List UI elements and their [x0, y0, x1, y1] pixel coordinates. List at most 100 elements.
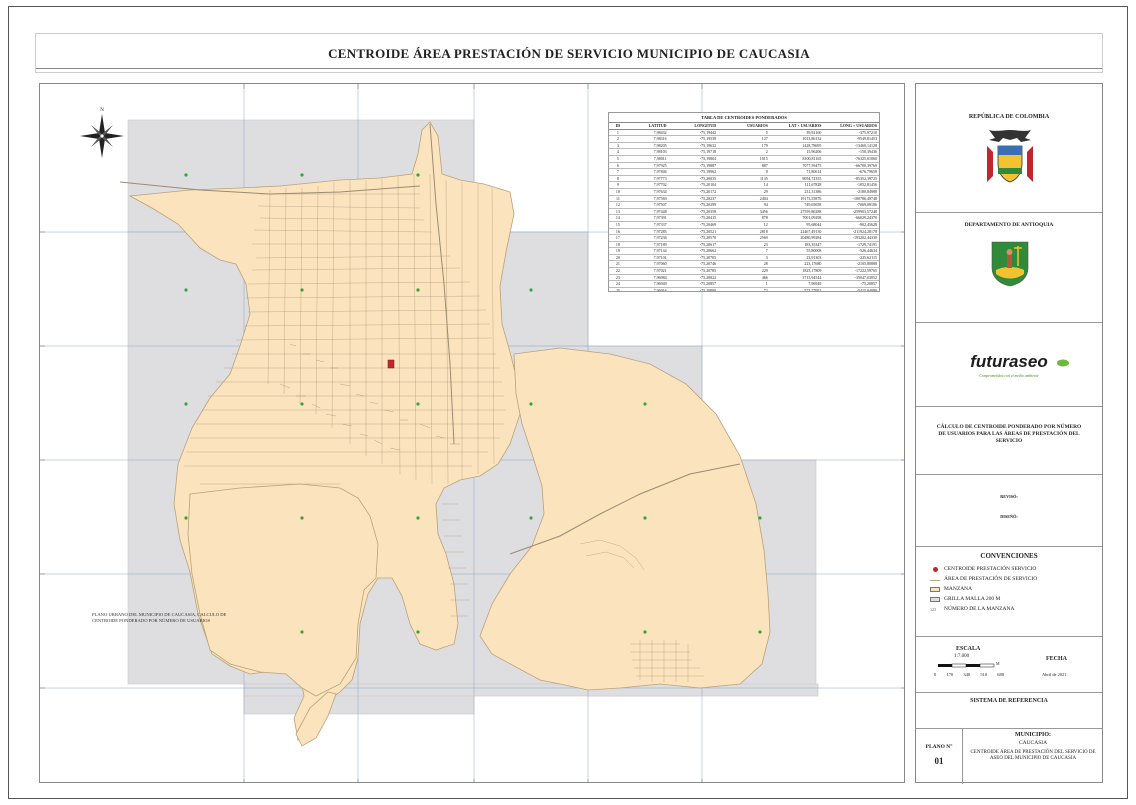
calc-title: CÁLCULO DE CENTROIDE PONDERADO POR NÚMER…	[936, 424, 1082, 444]
table-cell: 2404	[759, 195, 768, 201]
table-cell: -75,20857	[860, 281, 877, 287]
company-tagline: Comprometidos con el medio ambiente	[979, 374, 1039, 378]
country-label: REPÚBLICA DE COLOMBIA	[968, 114, 1050, 120]
table-cell: 20	[615, 254, 620, 260]
grid-points	[184, 173, 762, 634]
table-cell: -75,20822	[699, 274, 717, 280]
weighted-centroid-marker[interactable]	[387, 359, 395, 369]
table-cell: -75,19962	[699, 169, 717, 175]
table-cell: 749,65658	[804, 202, 822, 208]
urban-area-south	[187, 483, 379, 697]
table-cell: 7	[616, 169, 619, 175]
table-cell: 1428,78695	[802, 142, 822, 148]
reference-title: SISTEMA DE REFERENCIA	[970, 698, 1048, 704]
table-cell: -75,19804	[699, 155, 717, 161]
table-cell: 24	[615, 281, 620, 287]
table-cell: -2105,80888	[856, 261, 877, 267]
fill-swatch-icon	[930, 586, 940, 592]
table-cell: 7,97337	[653, 221, 667, 227]
table-cell: 111,67828	[804, 182, 822, 188]
table-cell: 25	[615, 287, 620, 292]
table-cell: -193202,44330	[852, 235, 877, 241]
table-cell: -75,20785	[699, 268, 717, 274]
table-cell: -7069,08106	[856, 202, 877, 208]
table-cell: 887	[761, 162, 768, 168]
title-rule	[36, 68, 1102, 69]
table-cell: 7,96949	[653, 281, 667, 287]
table-cell: -211924,28178	[852, 228, 877, 234]
table-cell: 7,97925	[653, 162, 667, 168]
table-cell: 7,97101	[653, 254, 667, 260]
table-cell: -75,20746	[699, 261, 717, 267]
table-cell: 21	[615, 261, 620, 267]
table-cell: 17	[615, 235, 620, 241]
map-note: PLANO URBANO DEL MUNICIPIO DE CAUCASIA, …	[92, 612, 227, 623]
table-cell: 28	[763, 261, 768, 267]
date-title: FECHA	[1046, 656, 1067, 662]
table-cell: 7	[765, 248, 768, 254]
municipio-label: MUNICIPIO:	[1015, 732, 1051, 738]
table-cell: 14	[615, 215, 620, 221]
table-cell: -66700,39769	[854, 162, 877, 168]
svg-text:N: N	[100, 108, 104, 113]
table-cell: 9	[765, 169, 768, 175]
plano-number-box: PLANO N° 01	[916, 728, 963, 784]
table-cell: 7,96949	[808, 281, 822, 287]
table-header-cell: LONG × USUARIOS	[840, 123, 877, 128]
title-block-panel: REPÚBLICA DE COLOMBIA DEPARTAMENTO DE AN…	[915, 83, 1103, 784]
table-cell: -75,20521	[699, 228, 717, 234]
table-cell: 22467,49130	[800, 228, 822, 234]
department-section: DEPARTAMENTO DE ANTIOQUIA	[916, 212, 1102, 323]
table-cell: -66029,24370	[854, 215, 877, 221]
table-cell: -75,20237	[699, 195, 717, 201]
table-cell: 3456	[759, 208, 768, 214]
map-canvas[interactable]: N	[40, 84, 905, 783]
map-sheet: CENTROIDE ÁREA PRESTACIÓN DE SERVICIO MU…	[8, 6, 1128, 799]
plano-section: PLANO N° 01 MUNICIPIO: CAUCASIA CENTROID…	[916, 728, 1102, 784]
table-cell: -75,20299	[699, 202, 717, 208]
table-cell: 7,97702	[653, 182, 667, 188]
table-cell: 1	[616, 129, 619, 135]
text-symbol-icon: 123	[930, 606, 936, 612]
table-cell: 7,97285	[653, 228, 667, 234]
legend-item-service-area: ÁREA DE PRESTACIÓN DE SERVICIO	[930, 576, 1037, 582]
table-cell: 1	[765, 281, 768, 287]
leaf-icon	[1057, 359, 1069, 367]
scale-section: ESCALA 1:7.000 0 170 340 510 680 M FECHA…	[916, 636, 1102, 693]
table-cell: -526,44634	[858, 248, 877, 254]
table-cell: 7,96984	[653, 274, 667, 280]
conventions-section: CONVENCIONES CENTROIDE PRESTACIÓN SERVIC…	[916, 546, 1102, 637]
table-cell: 127	[761, 136, 768, 142]
table-cell: -75,20570	[699, 235, 717, 241]
scale-unit: M	[996, 661, 1000, 666]
table-cell: 5	[765, 129, 768, 135]
company-logo: futuraseo	[970, 352, 1048, 371]
table-cell: 1135	[759, 175, 768, 181]
table-cell: 7,97144	[653, 248, 667, 254]
table-cell: 1825,17809	[802, 268, 822, 274]
table-cell: -75,20415	[699, 215, 717, 221]
line-swatch-icon	[930, 578, 940, 581]
table-cell: 9	[616, 182, 619, 188]
table-cell: 13	[615, 208, 620, 214]
table-cell: -75,20705	[699, 254, 717, 260]
reference-section: SISTEMA DE REFERENCIA	[916, 692, 1102, 729]
table-cell: 14	[763, 182, 768, 188]
table-header-cell: LONGITUD	[694, 123, 717, 128]
table-cell: 573,77952	[804, 287, 822, 292]
plano-description: CENTROIDE ÁREA DE PRESTACIÓN DEL SERVICI…	[970, 750, 1096, 761]
legend-item-grid: GRILLA MALLA 200 M	[930, 596, 1000, 602]
table-cell: 7,98316	[653, 136, 667, 142]
